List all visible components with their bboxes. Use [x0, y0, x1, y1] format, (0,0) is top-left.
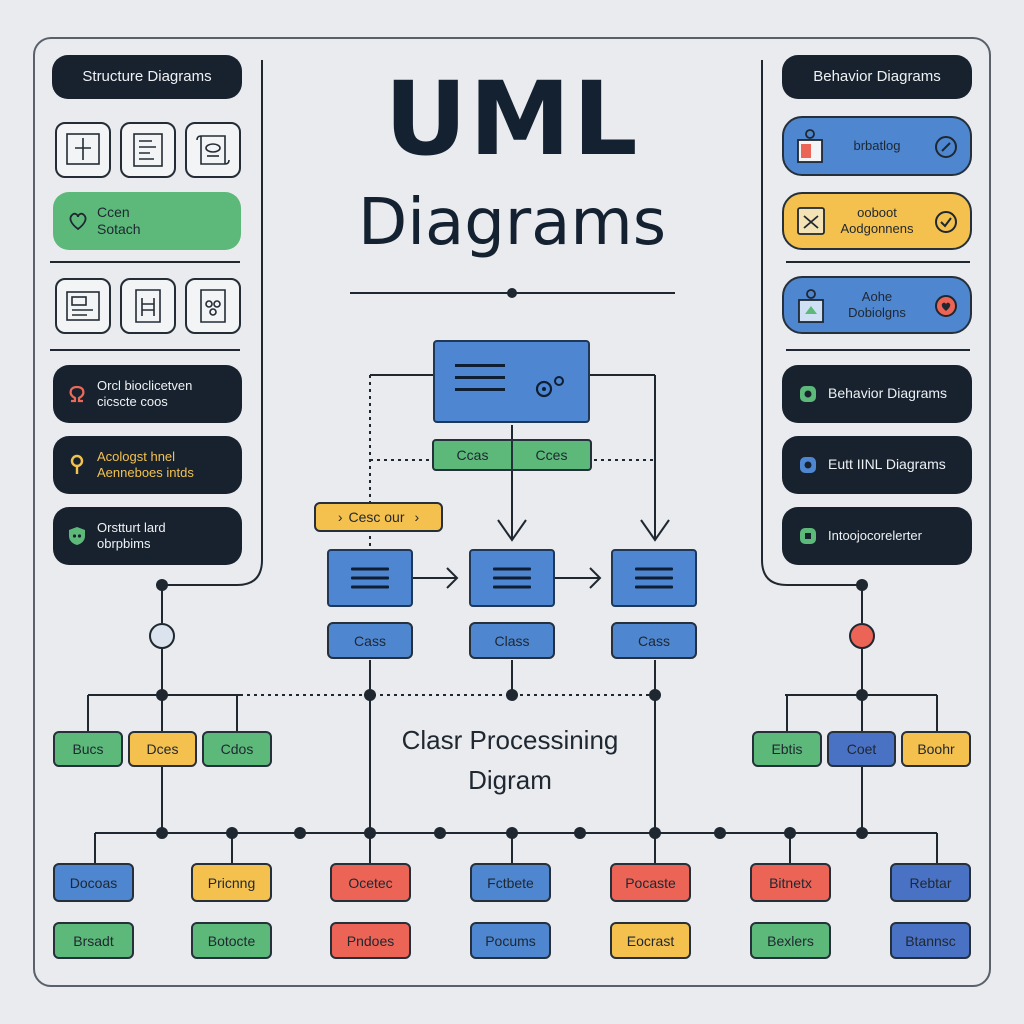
- diagram-caption-line1: Clasr Processining: [401, 725, 619, 755]
- behavior-dark-item-2-label: Eutt IINL Diagrams: [828, 456, 946, 473]
- document-icon[interactable]: [120, 122, 176, 178]
- bottom-box-2-6[interactable]: Bexlers: [750, 922, 831, 959]
- structure-item-1-line2: cicscte coos: [97, 394, 168, 409]
- behavior-dark-item-3[interactable]: Intoojocorelerter: [782, 507, 972, 565]
- diagram-caption: Clasr Processining Digram: [355, 720, 665, 800]
- structure-item-3-line2: obrpbims: [97, 536, 151, 551]
- behavior-dark-item-1-label: Behavior Diagrams: [828, 385, 948, 402]
- page-subtitle: Diagrams: [357, 186, 667, 260]
- green-item-line2: Sotach: [97, 221, 141, 237]
- class-attributes: [493, 562, 531, 595]
- grid-icon: [800, 528, 816, 544]
- check-circle-icon: [935, 211, 957, 233]
- class-box-1[interactable]: [327, 549, 413, 607]
- class-label-2[interactable]: Class: [469, 622, 555, 659]
- omega-icon: [69, 385, 85, 403]
- bottom-box-1-6[interactable]: Bitnetx: [750, 863, 831, 902]
- behavior-item-3-line2: Dobiolgns: [848, 305, 906, 320]
- frame-icon[interactable]: [55, 122, 111, 178]
- briefcase-icon: [797, 129, 823, 163]
- structure-item-2-line2: Aenneboes intds: [97, 465, 194, 480]
- mid-right-box-2[interactable]: Coet: [827, 731, 896, 767]
- structure-item-1-line1: Orcl bioclicetven: [97, 377, 193, 393]
- bottom-box-2-4[interactable]: Pocums: [470, 922, 551, 959]
- behavior-item-3-line1: Aohe: [861, 288, 893, 304]
- class-attributes: [455, 364, 505, 391]
- behavior-dark-item-2[interactable]: Eutt IINL Diagrams: [782, 436, 972, 494]
- class-attributes: [635, 562, 673, 595]
- bottom-box-1-7[interactable]: Rebtar: [890, 863, 971, 902]
- clock-icon: [935, 136, 957, 158]
- shield-icon: [69, 527, 85, 545]
- behavior-item-1-label: brbatlog: [853, 137, 901, 153]
- mid-left-box-2[interactable]: Dces: [128, 731, 197, 767]
- bottom-box-2-2[interactable]: Botocte: [191, 922, 272, 959]
- class-box-2[interactable]: [469, 549, 555, 607]
- mid-left-box-3[interactable]: Cdos: [202, 731, 272, 767]
- class-box-3[interactable]: [611, 549, 697, 607]
- class-label-3[interactable]: Cass: [611, 622, 697, 659]
- behavior-diagrams-header[interactable]: Behavior Diagrams: [782, 55, 972, 99]
- document-icon[interactable]: [185, 278, 241, 334]
- document-icon[interactable]: [120, 278, 176, 334]
- bottom-box-1-2[interactable]: Pricnng: [191, 863, 272, 902]
- bottom-box-1-3[interactable]: Ocetec: [330, 863, 411, 902]
- chevron-right-icon: ›: [337, 509, 343, 525]
- page-title: UML: [384, 60, 640, 179]
- scroll-icon[interactable]: [185, 122, 241, 178]
- bottom-box-1-5[interactable]: Pocaste: [610, 863, 691, 902]
- heart-icon: [69, 212, 87, 231]
- mid-right-box-1[interactable]: Ebtis: [752, 731, 822, 767]
- heart-circle-icon: [935, 295, 957, 317]
- behavior-item-1[interactable]: brbatlog: [782, 116, 972, 176]
- mid-left-box-1[interactable]: Bucs: [53, 731, 123, 767]
- association-label-left[interactable]: Ccas: [432, 439, 513, 471]
- people-icon: [797, 207, 825, 235]
- key-icon: [70, 454, 84, 474]
- description-tag[interactable]: › Cesc our ›: [314, 502, 443, 532]
- shield-icon: [800, 457, 816, 473]
- bottom-box-2-3[interactable]: Pndoes: [330, 922, 411, 959]
- bottom-box-2-1[interactable]: Brsadt: [53, 922, 134, 959]
- behavior-dark-item-3-label: Intoojocorelerter: [828, 527, 922, 543]
- class-attributes: [351, 562, 389, 595]
- mid-right-box-3[interactable]: Boohr: [901, 731, 971, 767]
- chevron-right-icon: ›: [414, 509, 420, 525]
- behavior-item-2-line2: Aodgonnens: [840, 221, 914, 236]
- class-label-1[interactable]: Cass: [327, 622, 413, 659]
- frame-icon[interactable]: [55, 278, 111, 334]
- green-item-line1: Ccen: [97, 203, 130, 220]
- behavior-item-2-line1: ooboot: [857, 204, 897, 220]
- association-label-right[interactable]: Cces: [511, 439, 592, 471]
- structure-item-3-line1: Orstturt lard: [97, 519, 166, 535]
- diagram-caption-line2: Digram: [468, 765, 552, 795]
- structure-item-2-line1: Acologst hnel: [97, 448, 176, 464]
- main-class-box[interactable]: [433, 340, 590, 423]
- bottom-box-2-7[interactable]: Btannsc: [890, 922, 971, 959]
- bottom-box-2-5[interactable]: Eocrast: [610, 922, 691, 959]
- diagram-frame: [33, 37, 991, 987]
- behavior-dark-item-1[interactable]: Behavior Diagrams: [782, 365, 972, 423]
- gear-icon: [800, 386, 816, 402]
- bottom-box-1-4[interactable]: Fctbete: [470, 863, 551, 902]
- description-tag-label: Cesc our: [348, 509, 405, 525]
- bottom-box-1-1[interactable]: Docoas: [53, 863, 134, 902]
- toggle-icon: [535, 376, 564, 398]
- structure-diagrams-header[interactable]: Structure Diagrams: [52, 55, 242, 99]
- recycle-icon: [798, 289, 824, 323]
